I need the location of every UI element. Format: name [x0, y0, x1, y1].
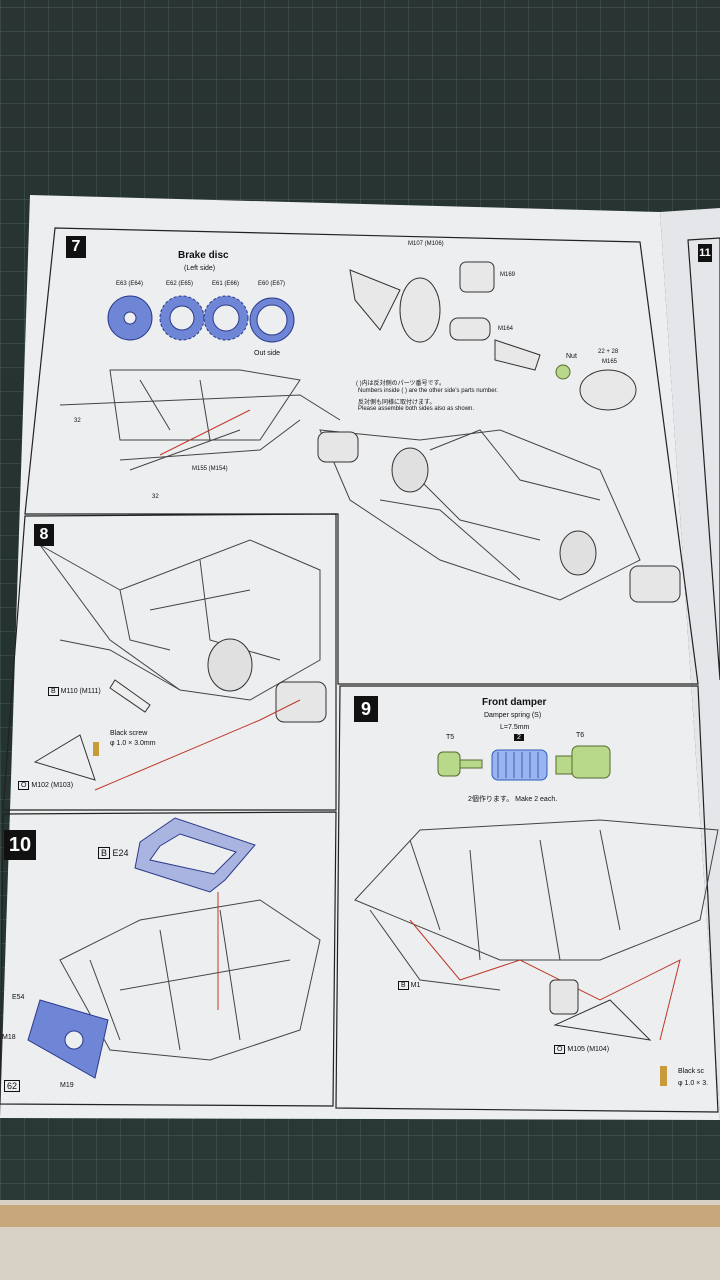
- step9-screw-size: φ 1.0 × 3.: [678, 1080, 709, 1087]
- step7-wheel-right: [559, 530, 597, 576]
- part-e24-label: E24: [112, 848, 129, 858]
- damper-length-label: L=7.5mm: [500, 724, 530, 731]
- step9-number: 9: [354, 696, 378, 722]
- disc-label-e60: E60 (E67): [258, 281, 286, 287]
- part-m110-tag: B: [48, 687, 59, 696]
- step8-chassis-drawing: [39, 539, 321, 701]
- step7-chassis-drawing: [59, 369, 341, 471]
- note-jp-2: 反対側も同様に取付けます。: [358, 400, 436, 406]
- part-m105-label: M105 (M104): [567, 1046, 610, 1053]
- disc-label-e62: E62 (E65): [166, 281, 194, 287]
- step10-number: 10: [4, 830, 36, 860]
- step8-red-line: [94, 699, 301, 791]
- brake-disc-e62: [159, 295, 205, 341]
- t6-label: T6: [576, 732, 585, 739]
- part-62: 62: [4, 1080, 21, 1092]
- step11-panel: [687, 237, 720, 681]
- disc-label-e61: E61 (E66): [212, 281, 240, 287]
- box-lid-stripe: [0, 1205, 720, 1227]
- part-m165: M165: [602, 359, 618, 365]
- note-en-1: Numbers inside ( ) are the other side's …: [358, 388, 498, 394]
- part-m102-label: M102 (M103): [31, 782, 74, 789]
- part-m102: O M102 (M103): [18, 781, 74, 790]
- e54-plate-part: [27, 999, 109, 1079]
- note-jp-1: ( )内は反対側のパーツ番号です。: [356, 381, 445, 387]
- step9-wishbone: [553, 999, 652, 1041]
- t6-part: [555, 745, 611, 779]
- front-damper-title: Front damper: [482, 697, 547, 708]
- step9-chassis-drawing: [354, 819, 719, 991]
- brake-disc-subtitle: (Left side): [184, 265, 216, 272]
- brake-disc-title: Brake disc: [178, 250, 229, 261]
- step7-panel: [24, 227, 699, 685]
- step8-brake-hub: [207, 638, 253, 692]
- step10-panel: [0, 811, 337, 1107]
- part-e54: E54: [12, 994, 25, 1001]
- part-m155: M155 (M154): [192, 466, 228, 472]
- step9-screw-label: Black sc: [678, 1068, 705, 1075]
- step7-hub-assembly: [349, 261, 637, 411]
- part-m105-tag: O: [554, 1045, 566, 1054]
- part-m110-label: M110 (M111): [60, 688, 101, 695]
- part-m169: M169: [500, 272, 516, 278]
- disc-label-e63: E63 (E64): [116, 281, 144, 287]
- step8-panel: [2, 513, 337, 811]
- brake-disc-e63: [107, 295, 153, 341]
- step9-screw: [660, 1066, 667, 1086]
- part-m1-tag: B: [398, 981, 409, 990]
- note-en-2: Please assemble both sides also as shown…: [358, 406, 475, 412]
- step7-driveshaft-left: [317, 431, 359, 463]
- step8-number: 8: [34, 524, 54, 546]
- damper-spring-label: Damper spring (S): [484, 712, 542, 719]
- t5-part: [437, 751, 483, 777]
- spring-number: 2: [514, 734, 524, 741]
- out-side-label: Out side: [254, 350, 281, 357]
- step10-chassis-drawing: [59, 899, 321, 1061]
- e24-frame-part: [134, 817, 256, 893]
- step7-red-line: [159, 409, 251, 456]
- step8-screw-label: Black screw: [110, 730, 148, 737]
- part-m1-label: M1: [410, 982, 421, 989]
- step7-wheel-left: [391, 447, 429, 493]
- part-32-bottom: 32: [152, 494, 159, 500]
- damper-spring: [491, 749, 548, 781]
- step8-arm: [33, 679, 151, 781]
- part-32-top: 32: [74, 418, 81, 424]
- part-m18: M18: [2, 1034, 16, 1041]
- part-m19: M19: [60, 1082, 74, 1089]
- step8-screw: [93, 742, 99, 756]
- part-22-28: 22 + 28: [598, 349, 619, 355]
- part-nut: Nut: [566, 353, 577, 360]
- make-two-label: 2個作ります。 Make 2 each.: [468, 796, 558, 803]
- part-m110: B M110 (M111): [48, 687, 101, 696]
- right-page-edge: [660, 208, 720, 1120]
- part-m105: O M105 (M104): [554, 1045, 610, 1054]
- paper-page: [0, 195, 720, 1120]
- step11-number: 11: [698, 244, 712, 262]
- part-e24: B E24: [98, 847, 129, 859]
- step7-driveshaft-right: [629, 565, 681, 603]
- step9-panel: [335, 685, 719, 1113]
- brake-disc-e60: [249, 297, 295, 343]
- step8-screw-size: φ 1.0 × 3.0mm: [110, 740, 156, 747]
- brake-disc-e61: [203, 295, 249, 341]
- step8-upright: [275, 681, 327, 723]
- t5-label: T5: [446, 734, 455, 741]
- part-m102-tag: O: [18, 781, 30, 790]
- step7-number: 7: [66, 236, 86, 258]
- part-m107: M107 (M106): [408, 241, 444, 247]
- step9-damper-unit: [549, 979, 579, 1015]
- part-e24-tag: B: [98, 847, 111, 859]
- part-m1: B M1: [398, 981, 421, 990]
- nut-part: [555, 364, 571, 380]
- part-m164: M164: [498, 326, 514, 332]
